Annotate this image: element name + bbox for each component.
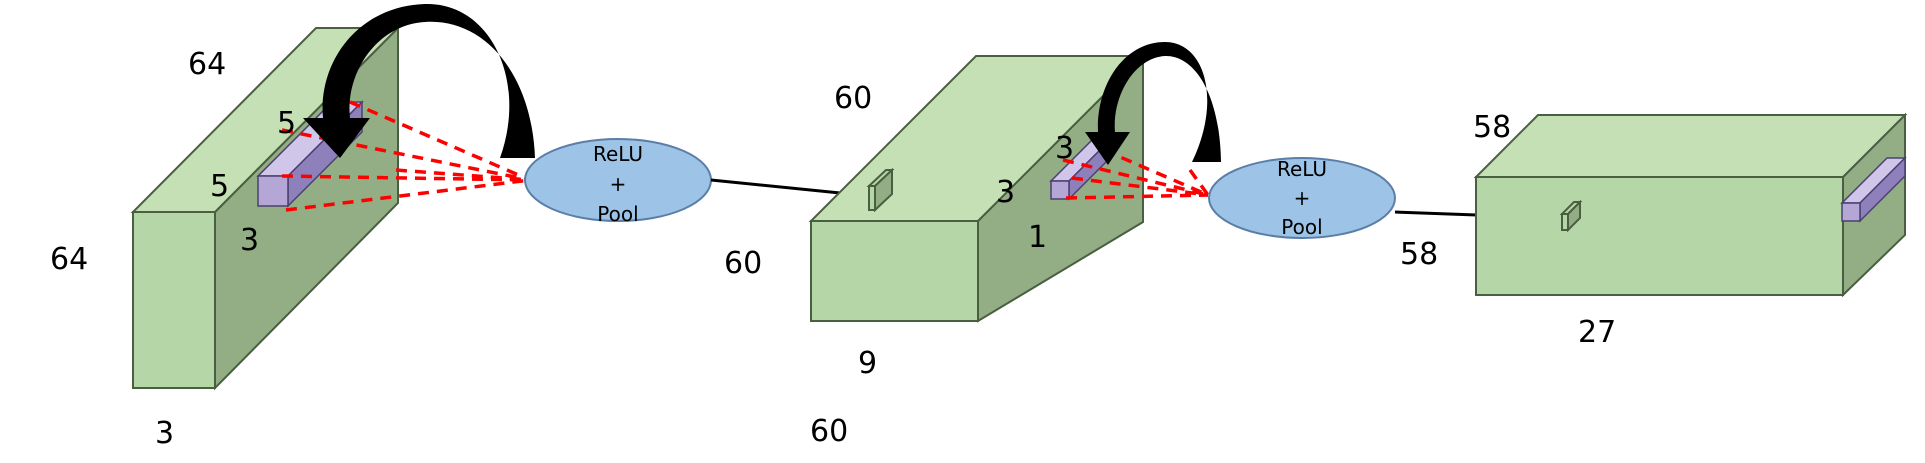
relu-pool-op-1: ReLU + Pool xyxy=(524,138,712,226)
kernel-2-label-top: 3 xyxy=(1055,131,1074,166)
receptive-field-lines-2 xyxy=(1062,148,1210,200)
block-2-width-label: 60 xyxy=(810,414,848,449)
block-1-width-label: 3 xyxy=(155,416,174,451)
block-2-depth-label: 60 xyxy=(834,81,872,116)
kernel-1-front xyxy=(257,175,289,207)
kernel-3 xyxy=(1840,156,1907,223)
op-1-line-3: Pool xyxy=(597,202,638,226)
kernel-2-label-bottom: 1 xyxy=(1028,220,1047,255)
block-1 xyxy=(130,25,401,391)
kernel-1-label-top: 5 xyxy=(277,106,296,141)
block-3-height-label: 58 xyxy=(1400,237,1438,272)
curved-arrow-2 xyxy=(1085,42,1221,165)
output-patch-3 xyxy=(1559,199,1583,233)
kernel-1-label-mid: 5 xyxy=(210,169,229,204)
block-3-width-label: 27 xyxy=(1578,315,1616,350)
block-3-front xyxy=(1475,176,1844,296)
block-3-top xyxy=(1473,114,1908,178)
block-1-height-label: 64 xyxy=(50,242,88,277)
op-2-line-1: ReLU xyxy=(1277,157,1327,181)
block-2-front-label: 9 xyxy=(858,346,877,381)
op-2-line-2: + xyxy=(1294,186,1311,210)
block-1-front xyxy=(132,211,216,389)
op-1-line-1: ReLU xyxy=(593,142,643,166)
block-3 xyxy=(1473,112,1908,298)
curved-arrow-1 xyxy=(303,3,535,159)
relu-pool-op-2: ReLU + Pool xyxy=(1208,157,1396,239)
block-1-depth-label: 64 xyxy=(188,47,226,82)
op-1-line-2: + xyxy=(610,172,627,196)
block-2-front xyxy=(810,220,979,322)
kernel-1-label-bottom: 3 xyxy=(240,223,259,258)
output-patch-2 xyxy=(866,167,895,213)
block-3-depth-label: 58 xyxy=(1473,110,1511,145)
op-2-line-3: Pool xyxy=(1281,215,1322,239)
block-2-height-label: 60 xyxy=(724,246,762,281)
kernel-2-label-mid: 3 xyxy=(996,175,1015,210)
kernel-2-front xyxy=(1050,180,1070,200)
